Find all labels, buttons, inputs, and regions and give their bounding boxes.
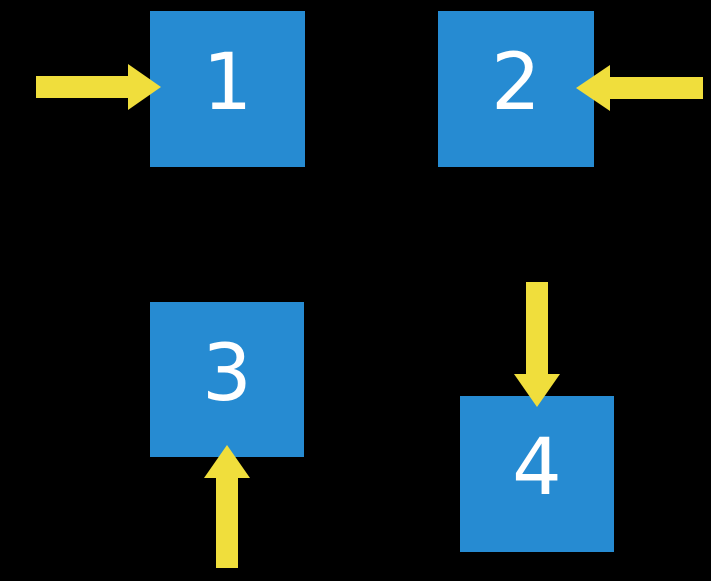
numbered-box-1: 1 — [150, 11, 305, 167]
box-1-label: 1 — [202, 38, 253, 128]
arrow-down-icon — [514, 282, 560, 407]
arrow-down-shaft — [526, 282, 548, 376]
numbered-box-3: 3 — [150, 302, 304, 457]
arrow-right-head — [128, 64, 161, 110]
box-3-label: 3 — [202, 328, 252, 419]
arrow-right-shaft — [36, 76, 129, 98]
arrow-left-shaft — [609, 77, 703, 99]
arrow-left-icon — [576, 65, 703, 111]
arrow-up-head — [204, 445, 250, 478]
box-2-label: 2 — [491, 38, 541, 128]
numbered-box-4: 4 — [460, 396, 614, 552]
box-4-label: 4 — [512, 423, 562, 513]
arrow-up-shaft — [216, 477, 238, 568]
arrow-right-icon — [36, 64, 161, 110]
arrow-down-head — [514, 374, 560, 407]
arrow-up-icon — [204, 445, 250, 568]
numbered-box-2: 2 — [438, 11, 594, 167]
arrow-left-head — [576, 65, 610, 111]
